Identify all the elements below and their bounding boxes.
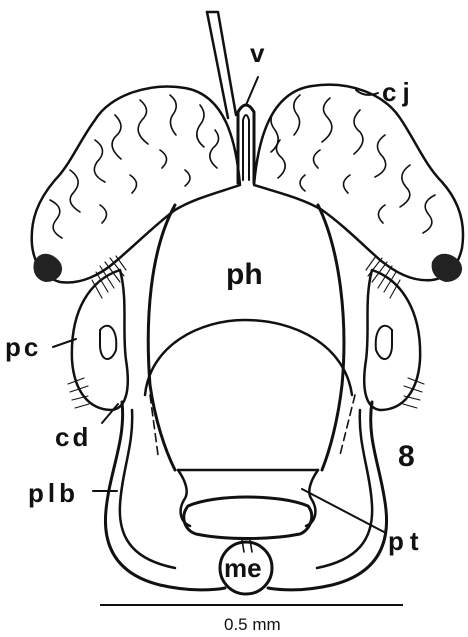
label-cj: cj bbox=[382, 77, 416, 107]
label-pc: pc bbox=[5, 332, 41, 362]
vesica-tube bbox=[207, 12, 254, 183]
scale-bar: 0.5 mm bbox=[100, 605, 403, 634]
figure-number: 8 bbox=[398, 440, 415, 473]
scale-bar-label: 0.5 mm bbox=[224, 615, 281, 634]
proximal-tube bbox=[178, 470, 318, 552]
left-paramere bbox=[68, 256, 128, 410]
label-me: me bbox=[224, 553, 262, 583]
label-cd: cd bbox=[55, 422, 91, 452]
label-v: v bbox=[250, 38, 265, 68]
leader-lines bbox=[53, 77, 384, 532]
right-cuticular-lobe bbox=[254, 85, 463, 282]
phallobase-body bbox=[145, 205, 355, 470]
leader-cd bbox=[102, 404, 118, 423]
label-ph: ph bbox=[226, 258, 263, 291]
label-plb: plb bbox=[28, 478, 79, 508]
left-cuticular-lobe bbox=[32, 87, 240, 283]
label-pt: pt bbox=[388, 526, 425, 556]
leader-v bbox=[246, 77, 258, 105]
